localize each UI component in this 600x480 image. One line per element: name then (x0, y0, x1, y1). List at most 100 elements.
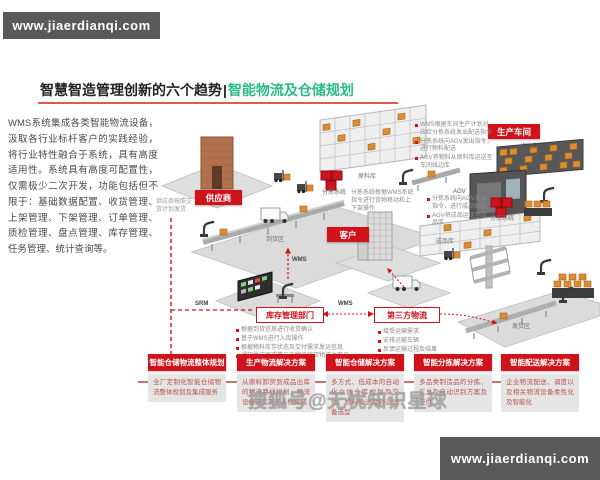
customer-building-icon (357, 211, 393, 261)
label-agv: AGV (453, 189, 466, 195)
bullet-icon (427, 198, 430, 201)
note-text: 根据到货信息进行收货确认 (241, 327, 314, 333)
intro-paragraph: WMS系统集成各类智能物流设备，汲取各行业标杆客户的实践经验，将行业特性融合于系… (8, 118, 158, 256)
forklift-icon (296, 180, 314, 194)
watermark-bottom-right: www.jiaerdianqi.com (440, 437, 600, 480)
note-line: 接受运输需求 (378, 329, 440, 337)
solution-card-smart-sorting: 智能分拣解决方案 多品类制造品的分拣、汇总及自动识别方案及交付 (414, 354, 492, 413)
note-line: 反馈运输过程及结果 (378, 347, 440, 355)
solution-card-production-logistics: 生产物流解决方案 从原料卸货到成品出库的物流路线规划、物流设备选型及子系统集成 (237, 354, 315, 413)
bullet-icon (236, 329, 239, 332)
label-finished-goods-warehouse: 成品库 (436, 239, 455, 245)
note-line: 安排运输车辆 (378, 338, 440, 346)
node-warehouse-dept: 库存管理部门 (256, 307, 324, 323)
bullet-icon (378, 331, 381, 334)
forklift-icon (273, 169, 291, 183)
note-text: WMS根据车间生产计划对应给分拣系统发出配送指令 (420, 122, 493, 136)
label-srm: SRM (195, 301, 209, 307)
watermark-top-left: www.jiaerdianqi.com (3, 12, 160, 39)
label-wms-horizontal: WMS (338, 301, 353, 307)
solution-connector (226, 381, 237, 383)
note-text: 反馈运输过程及结果 (383, 346, 438, 353)
note-text: AGV将成品运送至成品库 (432, 212, 487, 227)
title-underline (38, 102, 398, 104)
note-text: AGV将物料从原料库运送至车间线边库 (420, 155, 493, 169)
bullet-icon (415, 124, 418, 127)
solution-card-smart-delivery: 智能配送解决方案 企业物流配送、调度以及相关物流设备柔性化及智能化 (501, 354, 579, 413)
label-line-side-warehouse: 线边库 (520, 144, 539, 150)
label-sorting-system-right: 分拣系统 (490, 216, 515, 222)
solution-card-overall-planning: 智能仓储物流整体规划 全厂定制化智能仓储物流整体规划及集成服务 (148, 354, 226, 403)
note-text: 接受运输需求 (383, 329, 420, 335)
dashed-connectors (170, 218, 498, 354)
note-text: 安排运输车辆 (383, 337, 420, 344)
bullet-icon (236, 337, 239, 341)
mid-conveyor-icon (411, 167, 461, 191)
note-line: WMS根据车间生产计划对应给分拣系统发出配送指令 (415, 122, 493, 138)
solution-title: 智能分拣解决方案 (414, 354, 492, 371)
solution-body: 多方式、低成本的自动化立体仓库规划及交付、物料输送及转运设备选型 (326, 374, 404, 423)
bullet-icon (378, 339, 381, 343)
note-text: 基于WMS进行入库操作 (241, 335, 304, 342)
note-line: 根据到货信息进行收货确认 (236, 327, 364, 335)
sorting-boxes-left-icon (320, 170, 343, 191)
workshop-notes: WMS根据车间生产计划对应给分拣系统发出配送指令 分拣系统向AGV发出指令，进行… (415, 122, 493, 172)
finished-goods-rack-icon (419, 210, 541, 257)
note-line: AGV将物料从原料库运送至车间线边库 (415, 155, 493, 171)
page-title: 智慧智造管理创新的六个趋势|智能物流及仓储规划 (40, 80, 354, 100)
agv-pallet-icon (524, 200, 552, 216)
title-main: 智慧智造管理创新的六个趋势 (40, 82, 222, 98)
solution-connector (492, 381, 501, 383)
solution-title: 生产物流解决方案 (237, 354, 315, 371)
node-workshop: 生产车间 (488, 124, 540, 139)
node-customer: 客户 (327, 227, 369, 242)
control-room-icon (237, 271, 294, 303)
note-line: 根据物料库存状态及交付需求发运信息 (236, 345, 364, 353)
agv-pallet-large-icon (552, 273, 594, 298)
node-supplier: 供应商 (195, 190, 242, 205)
finished-goods-notes: 分拣系统向AGV发出指令，进行成品输送 AGV将成品运送至成品库 (427, 196, 489, 229)
note-line: 分拣系统向AGV发出指令，进行物料配送 (415, 139, 493, 155)
sorting-boxes-right-icon (490, 197, 513, 218)
bullet-icon (415, 157, 418, 161)
solution-body: 从原料卸货到成品出库的物流路线规划、物流设备选型及子系统集成 (237, 374, 315, 413)
bullet-icon (427, 214, 430, 218)
sorting-note: 分拣系统根据WMS系统指令进行货物移动和上下架操作 (351, 190, 415, 214)
note-line: 基于WMS进行入库操作 (236, 336, 364, 344)
solution-connector (404, 381, 414, 383)
note-text: 根据物料库存状态及交付需求发运信息 (241, 344, 344, 351)
node-third-party-logistics: 第三方物流 (374, 307, 440, 323)
label-sorting-system-left: 分拣系统 (322, 190, 347, 196)
solution-body: 企业物流配送、调度以及相关物流设备柔性化及智能化 (501, 374, 579, 413)
robot-arm-icon (397, 167, 415, 187)
cnc-machine-icon (469, 169, 527, 223)
note-text: 分拣系统向AGV发出指令，进行物料配送 (420, 138, 493, 153)
supplier-building-icon (200, 136, 234, 190)
watermark-sohu: 搜狐号@无忧知识星球 (248, 391, 448, 412)
label-wms-vertical: WMS (292, 257, 307, 263)
note-line: 分拣系统向AGV发出指令，进行成品输送 (427, 196, 489, 212)
third-party-notes: 接受运输需求 安排运输车辆 反馈运输过程及结果 (378, 329, 440, 355)
raw-warehouse-rack-icon (319, 104, 427, 173)
bullet-icon (415, 140, 418, 144)
spiral-conveyor-icon (469, 245, 511, 289)
line-side-rack-icon (496, 138, 584, 178)
solution-title: 智能配送解决方案 (501, 354, 579, 371)
solution-title: 智能仓储解决方案 (326, 354, 404, 371)
title-divider: | (223, 82, 227, 98)
solution-connector (315, 381, 326, 383)
robot-arm-icon (198, 219, 216, 239)
robot-arm-icon (538, 185, 556, 205)
note-text: 分拣系统根据WMS系统指令进行货物移动和上下架操作 (351, 190, 414, 212)
solution-title: 智能仓储物流整体规划 (148, 354, 226, 371)
note-line: AGV将成品运送至成品库 (427, 213, 489, 229)
note-text: 分拣系统向AGV发出指令，进行成品输送 (432, 196, 487, 210)
solution-body: 多品类制造品的分拣、汇总及自动识别方案及交付 (414, 374, 492, 413)
robot-arm-icon (535, 257, 553, 277)
label-arrival-area: 到货区 (266, 237, 285, 243)
shipping-conveyor-icon (465, 300, 557, 339)
supplier-note: 供应商按照交货计划发货 (156, 199, 193, 214)
bullet-icon (378, 348, 381, 352)
